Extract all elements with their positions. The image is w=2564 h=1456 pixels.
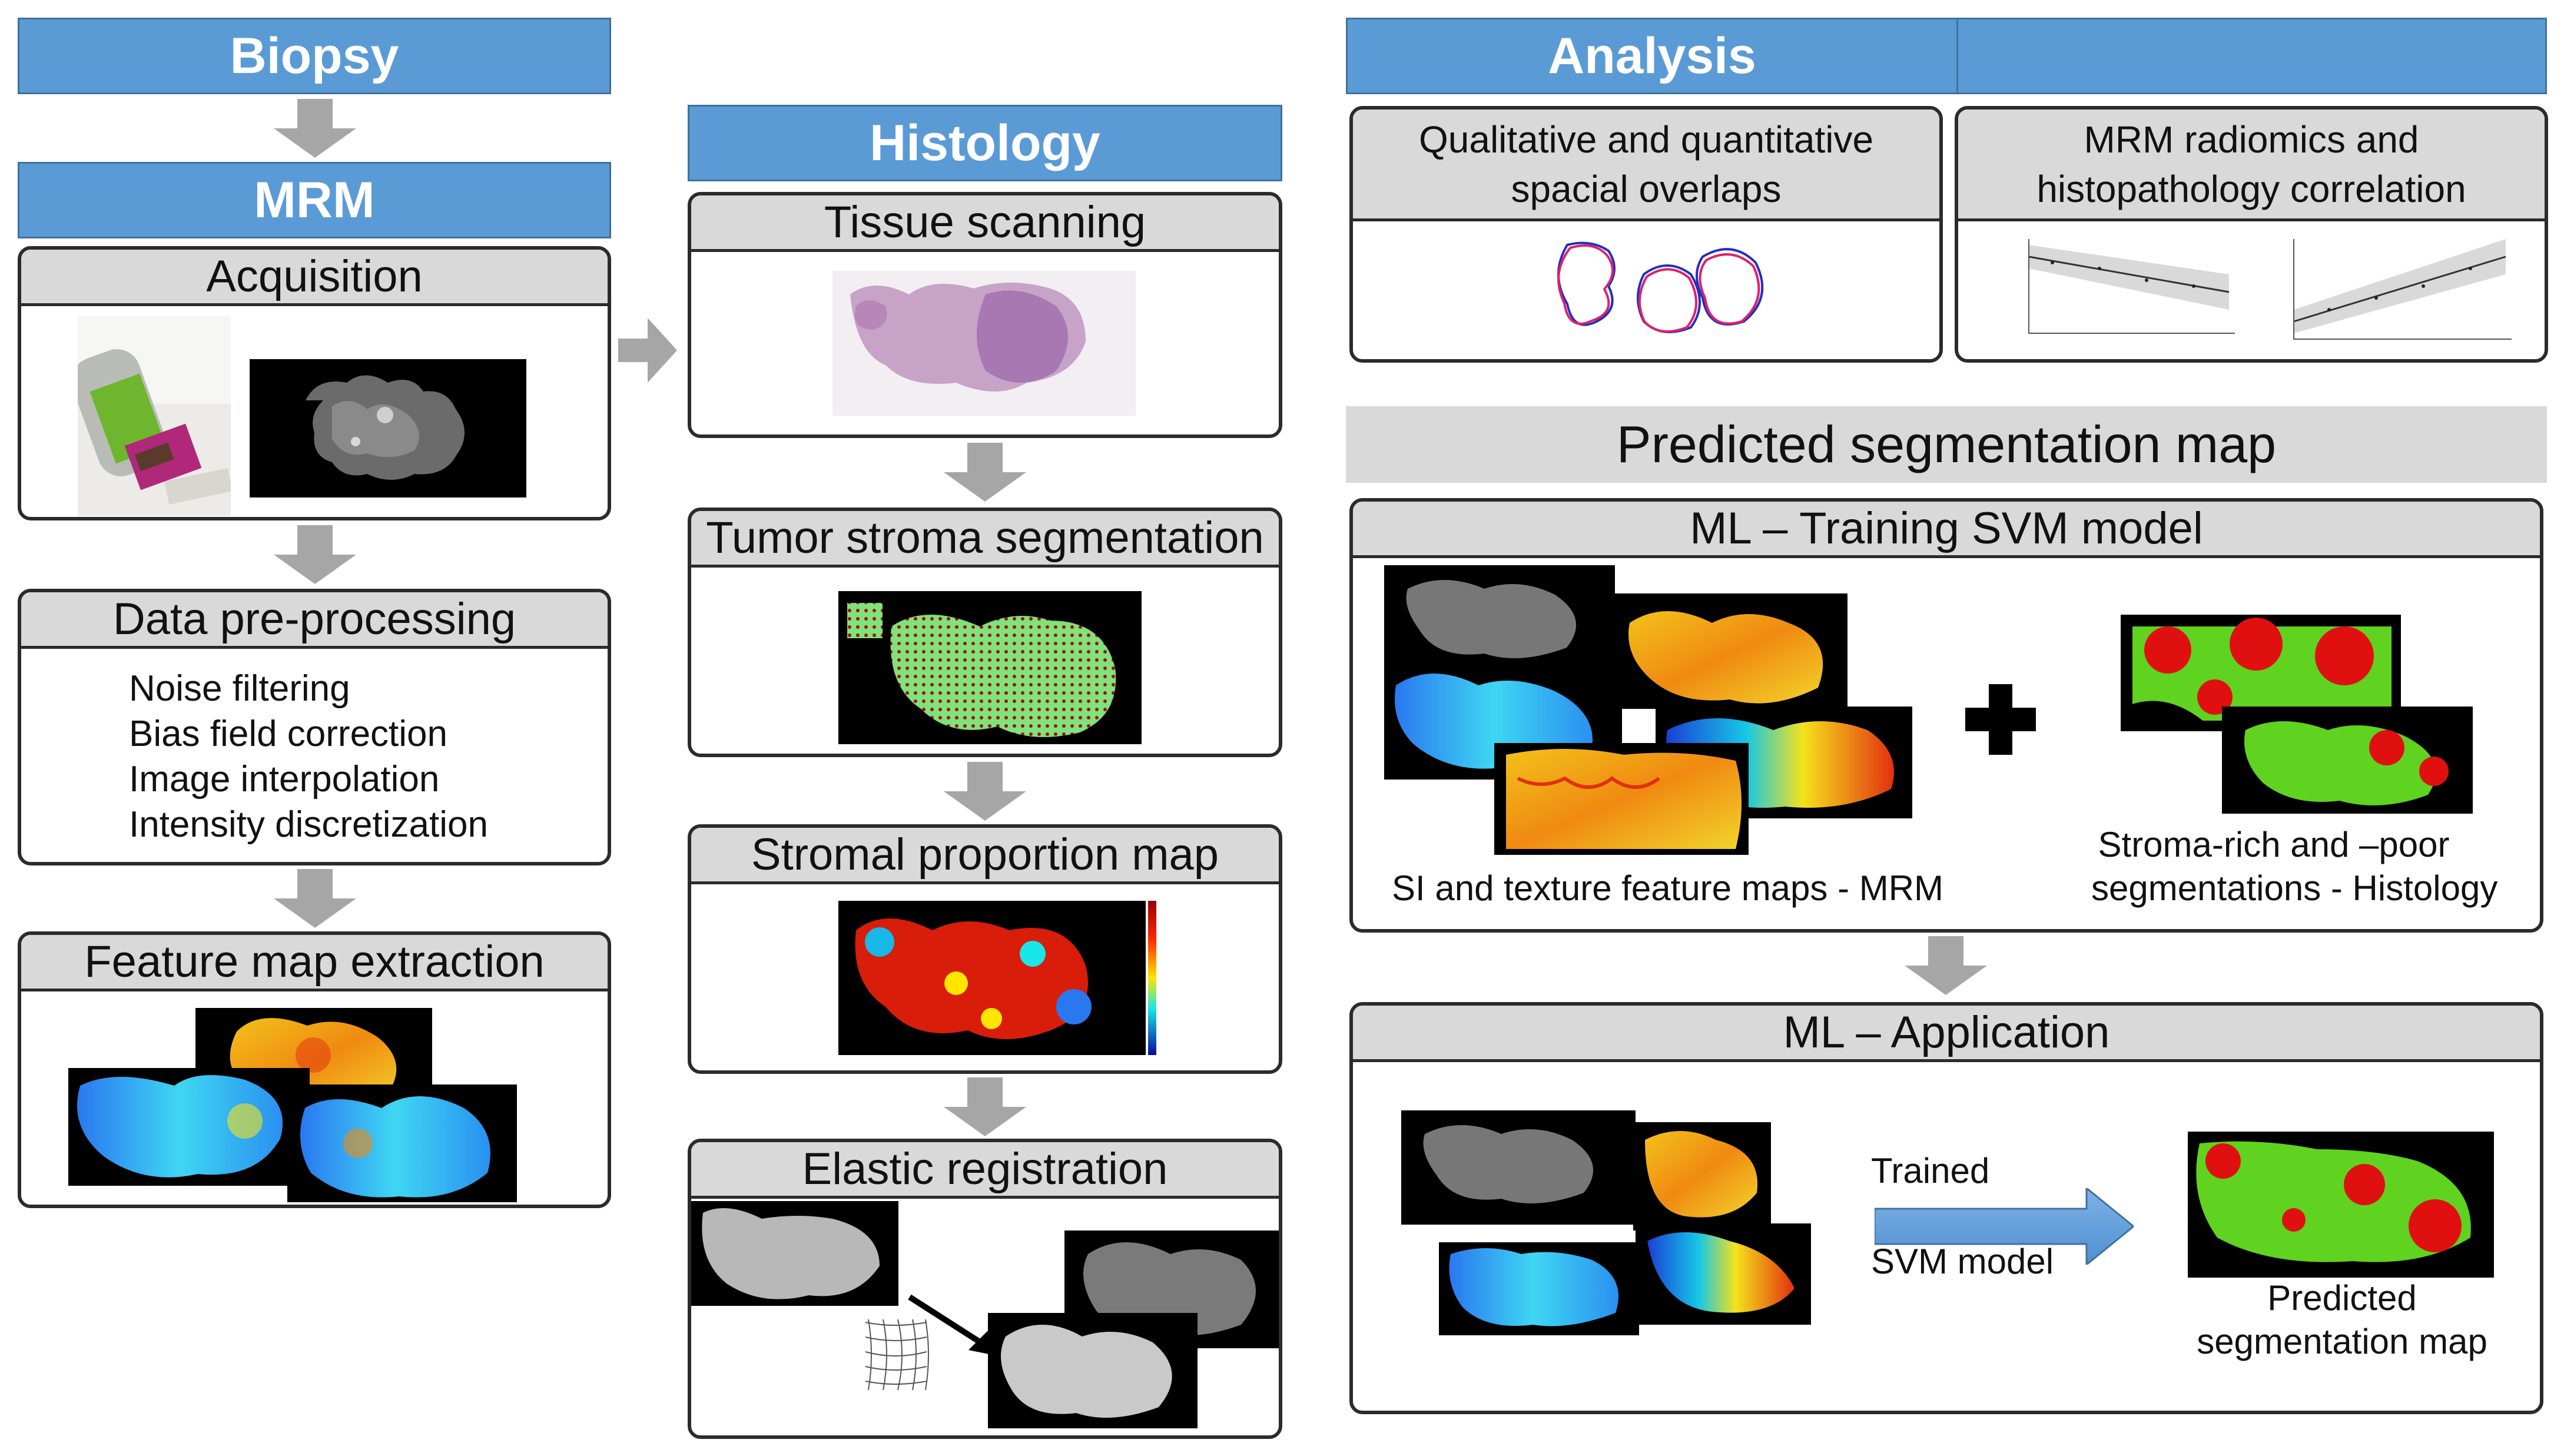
feature-extraction-header: Feature map extraction	[21, 935, 608, 991]
analysis-banner-extension	[1958, 18, 2547, 94]
preprocessing-panel: Data pre-processing Noise filtering Bias…	[18, 589, 611, 865]
radiomics-line2: histopathology correlation	[2036, 167, 2466, 210]
predicted-segmentation-image	[2188, 1132, 2494, 1278]
stromal-proportion-panel: Stromal proportion map	[688, 824, 1282, 1074]
mrm-banner: MRM	[18, 162, 611, 238]
down-arrow-icon	[1905, 936, 1987, 995]
radiomics-correlation-panel: MRM radiomics and histopathology correla…	[1955, 106, 2548, 363]
input-texture-map-image	[1439, 1242, 1639, 1335]
registration-arrow-icon	[908, 1294, 998, 1356]
right-arrow-icon	[618, 318, 677, 383]
colorbar	[1148, 901, 1156, 1055]
application-header: ML – Application	[1353, 1006, 2540, 1062]
training-panel: ML – Training SVM model SI and texture f…	[1349, 498, 2543, 933]
down-arrow-icon	[274, 99, 356, 158]
si-map-image	[1384, 565, 1615, 669]
mrm-maps-caption: SI and texture feature maps - MRM	[1392, 868, 1944, 908]
down-arrow-icon	[274, 525, 356, 584]
mrm-acquisition-image	[250, 359, 526, 498]
svm-arrow-label-top: Trained	[1871, 1151, 1990, 1190]
preprocessing-header: Data pre-processing	[21, 592, 608, 649]
registered-overlay-image	[988, 1313, 1198, 1428]
svm-arrow-label-bottom: SVM model	[1870, 1242, 2054, 1281]
feature-extraction-panel: Feature map extraction	[18, 931, 611, 1208]
input-texture-map-image	[1636, 1223, 1811, 1325]
correlation-plot-decreasing	[2005, 233, 2241, 351]
predicted-output-line2: segmentation map	[2197, 1322, 2487, 1361]
histology-caption-line1: Stroma-rich and –poor	[2098, 825, 2450, 864]
training-header: ML – Training SVM model	[1353, 502, 2540, 558]
down-arrow-icon	[274, 869, 356, 928]
he-scan-image	[832, 271, 1136, 416]
mri-coil-photo	[78, 316, 231, 516]
plus-icon	[1965, 684, 2036, 755]
histology-caption-line2: segmentations - Histology	[2091, 868, 2498, 908]
input-texture-map-image	[1633, 1122, 1771, 1231]
texture-map-image	[1494, 743, 1749, 855]
analysis-banner: Analysis	[1346, 18, 1958, 94]
preprocessing-item: Image interpolation	[129, 759, 440, 800]
acquisition-header: Acquisition	[21, 250, 608, 306]
texture-map-image	[1612, 593, 1847, 709]
stroma-segmentation-image	[838, 591, 1142, 744]
preprocessing-item: Intensity discretization	[129, 804, 488, 845]
down-arrow-icon	[944, 762, 1026, 821]
deformation-grid-icon	[860, 1316, 933, 1393]
radiomics-correlation-header: MRM radiomics and histopathology correla…	[1958, 110, 2545, 221]
predicted-map-title: Predicted segmentation map	[1346, 406, 2547, 483]
stroma-segmentation-panel: Tumor stroma segmentation	[688, 508, 1282, 757]
feature-map-image	[68, 1068, 310, 1186]
down-arrow-icon	[944, 443, 1026, 502]
stromal-proportion-image	[838, 901, 1146, 1055]
feature-map-image	[287, 1084, 517, 1202]
correlation-plot-increasing	[2270, 233, 2517, 351]
tissue-scanning-header: Tissue scanning	[691, 195, 1279, 252]
contour-overlap-image	[1555, 233, 1773, 339]
preprocessing-item: Bias field correction	[129, 714, 448, 754]
application-panel: ML – Application Trained SVM model Predi…	[1349, 1002, 2543, 1414]
spatial-overlap-panel: Qualitative and quantitative spacial ove…	[1349, 106, 1943, 363]
predicted-output-line1: Predicted	[2267, 1278, 2417, 1318]
spatial-overlap-line1: Qualitative and quantitative	[1418, 118, 1874, 161]
acquisition-panel: Acquisition	[18, 246, 611, 520]
spatial-overlap-header: Qualitative and quantitative spacial ove…	[1353, 110, 1939, 221]
elastic-registration-panel: Elastic registration	[688, 1139, 1282, 1439]
svm-arrow-icon	[1875, 1188, 2134, 1265]
stromal-proportion-header: Stromal proportion map	[691, 828, 1279, 884]
biopsy-banner: Biopsy	[18, 18, 611, 94]
spatial-overlap-line2: spacial overlaps	[1511, 167, 1782, 210]
down-arrow-icon	[944, 1077, 1026, 1136]
elastic-registration-header: Elastic registration	[691, 1142, 1279, 1199]
input-si-map-image	[1401, 1110, 1636, 1225]
histology-banner: Histology	[688, 105, 1282, 181]
preprocessing-item: Noise filtering	[129, 668, 350, 709]
histology-grayscale-image	[691, 1201, 898, 1306]
histology-segmentation-image	[2222, 707, 2473, 814]
radiomics-line1: MRM radiomics and	[2084, 118, 2419, 161]
stroma-segmentation-header: Tumor stroma segmentation	[691, 511, 1279, 568]
tissue-scanning-panel: Tissue scanning	[688, 192, 1282, 438]
